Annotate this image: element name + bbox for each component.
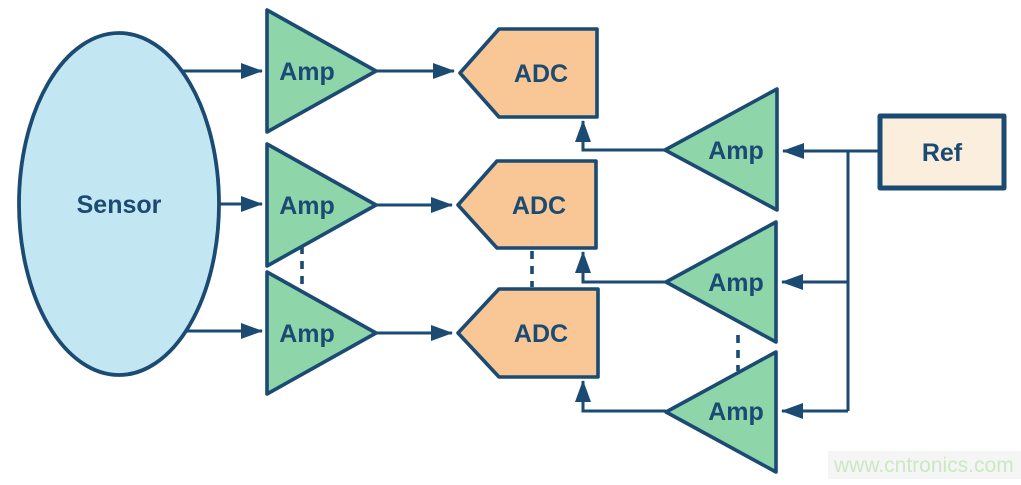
- ref-amp-block-1: Amp: [663, 87, 779, 212]
- sensor-block: Sensor: [17, 31, 221, 377]
- ref-amp-block-2: Amp: [664, 220, 778, 344]
- ref-shape: [877, 113, 1007, 191]
- adc-block-3: ADC: [456, 287, 600, 379]
- adc-shape-1: [458, 27, 599, 119]
- ref-amp-label-1: Amp: [708, 137, 764, 165]
- watermark-text: www.cntronics.com: [833, 454, 1014, 477]
- wire-refamp-adc-1: [575, 120, 665, 152]
- amp-shape-1: [265, 8, 378, 134]
- amp-block-3: Amp: [265, 270, 378, 396]
- watermark-band: [828, 451, 1021, 479]
- wire-refamp-adc-2: [575, 251, 666, 284]
- amp-block-2: Amp: [265, 142, 378, 268]
- ref-amp-shape-1: [663, 87, 779, 212]
- amp-label-1: Amp: [279, 58, 335, 86]
- amp-label-2: Amp: [279, 192, 335, 220]
- ref-amp-label-3: Amp: [708, 398, 764, 426]
- amp-shape-3: [265, 270, 378, 396]
- amp-label-3: Amp: [279, 320, 335, 348]
- adc-block-1: ADC: [458, 27, 599, 119]
- wire-refamp-adc-3: [575, 380, 666, 413]
- adc-label-2: ADC: [512, 192, 566, 220]
- adc-shape-2: [456, 159, 598, 250]
- adc-label-1: ADC: [514, 60, 568, 88]
- ref-block: Ref: [877, 113, 1007, 191]
- ref-amp-label-2: Amp: [708, 269, 764, 297]
- amp-block-1: Amp: [265, 8, 378, 134]
- amp-shape-2: [265, 142, 378, 268]
- adc-label-3: ADC: [514, 320, 568, 348]
- ref-amp-block-3: Amp: [664, 350, 778, 474]
- adc-block-2: ADC: [456, 159, 598, 250]
- ref-amp-shape-3: [664, 350, 778, 474]
- ref-label: Ref: [922, 139, 963, 167]
- sensor-label: Sensor: [77, 191, 162, 219]
- ref-amp-shape-2: [664, 220, 778, 344]
- adc-shape-3: [456, 287, 600, 379]
